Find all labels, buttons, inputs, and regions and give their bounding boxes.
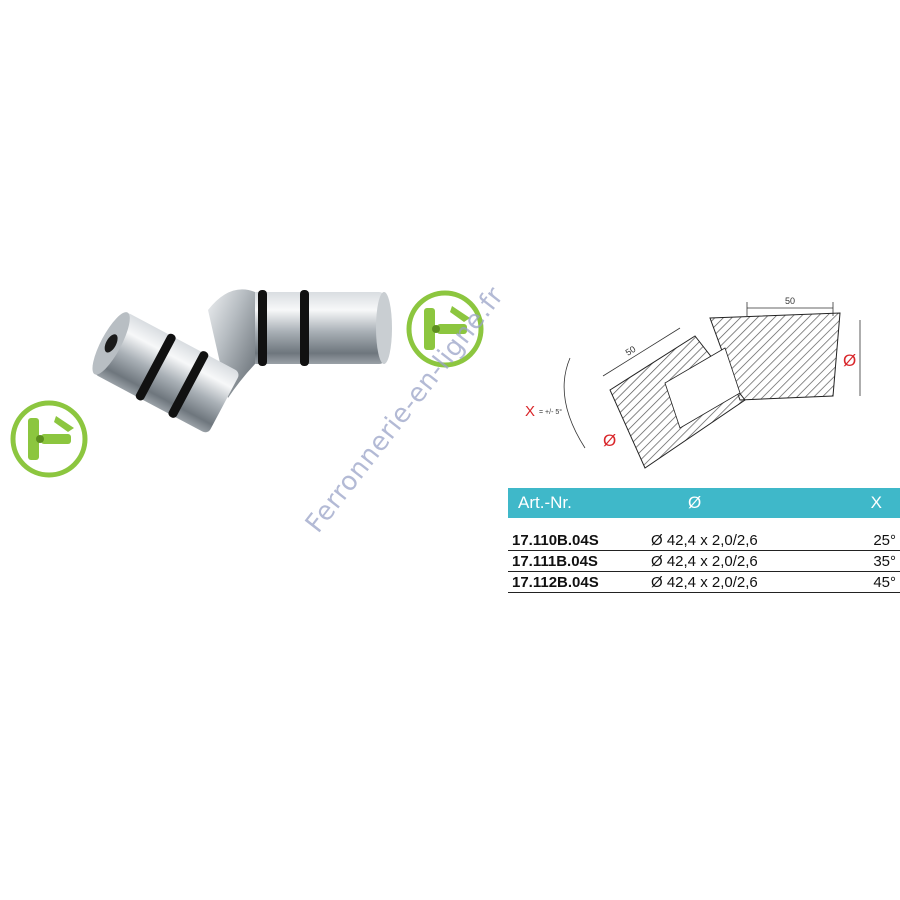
cell-x: 45° [873,574,896,591]
technical-drawing: 50 50 Ø Ø X = +/- 5° [525,296,861,469]
cell-x: 25° [873,532,896,549]
header-art-nr: Art.-Nr. [518,493,572,512]
cell-art: 17.111B.04S [512,553,598,570]
diameter-right: Ø [843,351,856,370]
cell-diameter: Ø 42,4 x 2,0/2,6 [651,553,758,570]
header-x: X [870,493,882,512]
cell-art: 17.112B.04S [512,574,599,591]
angle-tolerance: = +/- 5° [539,408,562,416]
table-row: 17.110B.04S Ø 42,4 x 2,0/2,6 25° [508,530,900,551]
welding-icon [406,290,484,368]
welding-icon [10,400,88,478]
cell-art: 17.110B.04S [512,532,599,549]
spec-table: Art.-Nr. Ø X 17.110B.04S Ø 42,4 x 2,0/2,… [508,488,900,593]
diameter-left: Ø [603,431,616,450]
dimension-top: 50 [785,296,795,306]
angle-label: X [525,403,535,420]
header-diameter: Ø [688,493,702,512]
dimension-left: 50 [624,344,638,358]
cell-diameter: Ø 42,4 x 2,0/2,6 [651,532,758,549]
cell-diameter: Ø 42,4 x 2,0/2,6 [651,574,758,591]
table-header: Art.-Nr. Ø X [508,488,900,518]
cell-x: 35° [873,553,896,570]
product-image [92,289,392,433]
table-row: 17.111B.04S Ø 42,4 x 2,0/2,6 35° [508,551,900,572]
table-row: 17.112B.04S Ø 42,4 x 2,0/2,6 45° [508,572,900,593]
